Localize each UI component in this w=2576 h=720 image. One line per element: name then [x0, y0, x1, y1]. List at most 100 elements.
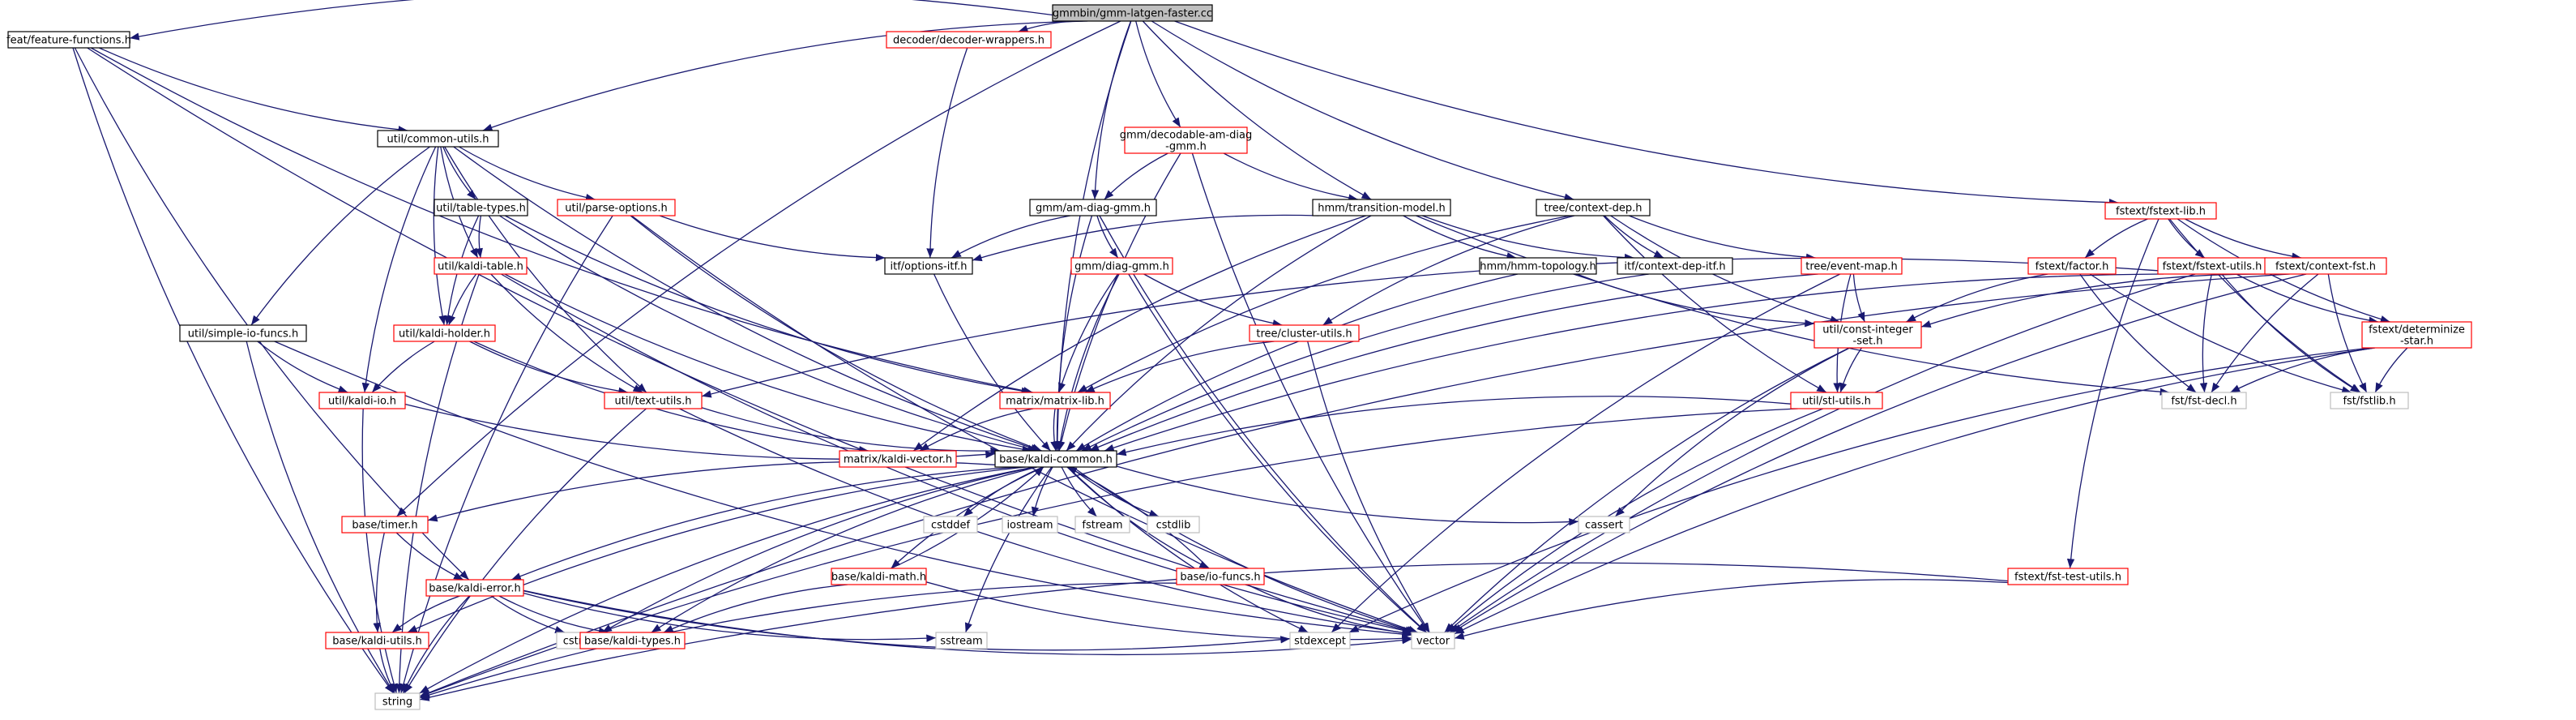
edge-fstextutils-to-kaldicommon	[1104, 273, 2164, 452]
node-fsttestutils[interactable]: fstext/fst-test-utils.h	[2007, 568, 2129, 585]
edge-feat-to-commonutils	[99, 47, 408, 134]
node-transmodel[interactable]: hmm/transition-model.h	[1312, 199, 1451, 216]
node-kaldiio[interactable]: util/kaldi-io.h	[318, 392, 406, 409]
node-fstextutils[interactable]: fstext/fstext-utils.h	[2157, 257, 2267, 275]
edge-commonutils-to-kaldiholder	[433, 146, 446, 326]
node-box	[318, 392, 406, 409]
node-label: base/kaldi-common.h	[999, 454, 1113, 466]
edge-amdiag-to-optionsitf	[951, 215, 1070, 259]
node-vector[interactable]: vector	[1411, 632, 1455, 649]
node-determinize[interactable]: fstext/determinize-star.h	[2361, 321, 2472, 349]
edge-simpleio-to-vector	[274, 341, 1412, 638]
edge-timer-to-kaldiutils	[373, 532, 385, 633]
node-kaldiholder[interactable]: util/kaldi-holder.h	[393, 324, 496, 342]
node-label: fst/fstlib.h	[2343, 396, 2395, 408]
node-kaldicommon[interactable]: base/kaldi-common.h	[994, 450, 1117, 468]
node-stdexcept[interactable]: stdexcept	[1289, 632, 1351, 649]
edge-kaldierror-to-kalditypes	[498, 595, 609, 635]
node-kaldierror[interactable]: base/kaldi-error.h	[425, 579, 524, 597]
node-cassert[interactable]: cassert	[1578, 516, 1630, 534]
node-timer[interactable]: base/timer.h	[341, 516, 429, 534]
node-kalditable[interactable]: util/kaldi-table.h	[434, 257, 528, 275]
node-constintset[interactable]: util/const-integer-set.h	[1813, 321, 1922, 349]
node-iofuncs[interactable]: base/io-funcs.h	[1176, 568, 1265, 585]
node-ctxdep[interactable]: tree/context-dep.h	[1536, 199, 1651, 216]
edge-kaldierror-to-kaldiutils	[391, 595, 460, 633]
edge-kaldierror-to-stdexcept	[523, 590, 1291, 651]
edge-kaldiholder-to-textutils	[469, 341, 629, 395]
node-sstream[interactable]: sstream	[935, 632, 988, 649]
node-matrixlib[interactable]: matrix/matrix-lib.h	[999, 392, 1111, 409]
node-label: stdexcept	[1294, 636, 1346, 648]
node-label: fstext/fstext-lib.h	[2116, 206, 2206, 218]
node-label: util/stl-utils.h	[1802, 396, 1871, 408]
node-parseoptions[interactable]: util/parse-options.h	[557, 199, 676, 216]
edge-fstextutils-to-fstdecl	[2199, 273, 2213, 393]
node-fstextlib[interactable]: fstext/fstext-lib.h	[2104, 202, 2217, 220]
edge-commonutils-to-parseoptions	[459, 146, 596, 202]
edge-kaldiholder-to-kaldiio	[371, 341, 435, 393]
node-kalditypes[interactable]: base/kaldi-types.h	[579, 632, 686, 649]
node-decodable[interactable]: gmm/decodable-am-diag-gmm.h	[1120, 126, 1252, 154]
node-hmmtopo[interactable]: hmm/hmm-topology.h	[1479, 257, 1597, 275]
node-clusterutils[interactable]: tree/cluster-utils.h	[1249, 324, 1360, 342]
edge-textutils-to-kaldicommon	[701, 407, 1001, 455]
node-commonutils[interactable]: util/common-utils.h	[377, 130, 499, 148]
node-label: gmm/diag-gmm.h	[1074, 261, 1169, 273]
node-kaldivector[interactable]: matrix/kaldi-vector.h	[839, 450, 957, 468]
node-label: util/kaldi-table.h	[438, 261, 523, 273]
node-label: fst/fst-decl.h	[2171, 396, 2236, 408]
node-label: itf/context-dep-itf.h	[1624, 261, 1725, 273]
node-diaggmm[interactable]: gmm/diag-gmm.h	[1070, 257, 1173, 275]
edge-kaldiholder-to-kaldivector	[473, 341, 869, 454]
edge-kaldicommon-to-iostream	[1031, 466, 1053, 517]
edge-fstextlib-to-determinize	[2177, 218, 2390, 324]
edge-fstextutils-to-textutils	[701, 257, 2159, 398]
node-box	[425, 579, 524, 597]
node-label: util/parse-options.h	[565, 203, 667, 215]
node-label: string	[382, 696, 412, 709]
node-string[interactable]: string	[374, 692, 421, 710]
node-feat[interactable]: feat/feature-functions.h	[6, 31, 131, 49]
edge-ctxdep-to-eventmap	[1629, 215, 1816, 261]
node-factor[interactable]: fstext/factor.h	[2027, 257, 2117, 275]
edge-transmodel-to-optionsitf	[972, 214, 1319, 262]
edge-kalditable-to-textutils	[490, 273, 643, 393]
edge-kaldicommon-to-timer	[427, 461, 996, 522]
edge-transmodel-to-fstdecl	[1416, 215, 2170, 396]
node-optionsitf[interactable]: itf/options-itf.h	[884, 257, 973, 275]
node-cstddef[interactable]: cstddef	[923, 516, 978, 534]
node-amdiag[interactable]: gmm/am-diag-gmm.h	[1029, 199, 1157, 216]
node-kaldiutils[interactable]: base/kaldi-utils.h	[325, 632, 429, 649]
node-eventmap[interactable]: tree/event-map.h	[1801, 257, 1903, 275]
edge-transmodel-to-ctxdepitf	[1422, 215, 1634, 262]
node-label: util/kaldi-io.h	[328, 396, 396, 408]
edge-determinize-to-vector	[1454, 347, 2376, 635]
node-tabletypes[interactable]: util/table-types.h	[434, 199, 528, 216]
edge-kaldicommon-to-kaldierror	[511, 466, 1019, 581]
edge-fstextlib-to-ctxfst	[2185, 218, 2302, 260]
node-ctxdepitf[interactable]: itf/context-dep-itf.h	[1617, 257, 1733, 275]
node-stlutils[interactable]: util/stl-utils.h	[1790, 392, 1883, 409]
node-ctxfst[interactable]: fstext/context-fst.h	[2264, 257, 2387, 275]
edge-iofuncs-to-vector	[1246, 584, 1412, 637]
edge-kaldimath-to-kalditypes	[663, 584, 848, 633]
edge-kaldicommon-to-iofuncs	[1066, 466, 1210, 569]
node-box	[374, 692, 421, 710]
edge-parseoptions-to-kaldicommon	[630, 215, 1042, 452]
node-simpleio[interactable]: util/simple-io-funcs.h	[179, 324, 307, 342]
edge-decwrap-to-optionsitf	[926, 47, 968, 259]
node-box	[994, 450, 1117, 468]
node-textutils[interactable]: util/text-utils.h	[604, 392, 703, 409]
edge-root-to-decodable	[1135, 20, 1181, 128]
node-kaldimath[interactable]: base/kaldi-math.h	[831, 568, 927, 585]
node-root[interactable]: gmmbin/gmm-latgen-faster.cc	[1052, 4, 1213, 22]
node-fstdecl[interactable]: fst/fst-decl.h	[2161, 392, 2247, 409]
node-decwrap[interactable]: decoder/decoder-wrappers.h	[886, 31, 1052, 49]
node-fstlib[interactable]: fst/fstlib.h	[2330, 392, 2409, 409]
node-iostream[interactable]: iostream	[1002, 516, 1058, 534]
edge-kaldicommon-to-cassert	[1116, 465, 1579, 526]
node-label: feat/feature-functions.h	[6, 35, 131, 47]
node-fstream[interactable]: fstream	[1074, 516, 1130, 534]
node-cstdlib[interactable]: cstdlib	[1147, 516, 1200, 534]
